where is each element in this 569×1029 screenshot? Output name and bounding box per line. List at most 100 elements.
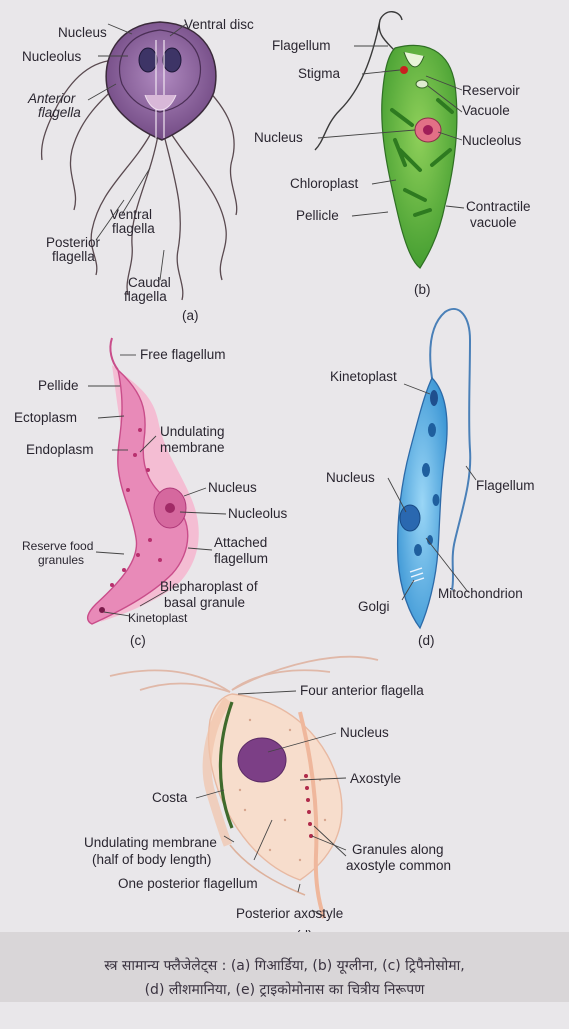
giardia-nucleus-left (138, 47, 158, 73)
label-c-blepharoplast-2: basal granule (164, 595, 246, 610)
panel-b-euglena (314, 11, 458, 269)
label-b-pellicle: Pellicle (296, 208, 339, 223)
costa (218, 701, 234, 829)
label-e-nucleus: Nucleus (340, 725, 389, 740)
contractile-vacuole (415, 79, 429, 89)
euglena-nucleolus (423, 125, 433, 135)
panel-a-giardia (40, 21, 238, 301)
label-a-anterior-flagella-2: flagella (38, 105, 81, 120)
label-d-flagellum: Flagellum (476, 478, 535, 493)
label-a-posterior-flagella-2: flagella (52, 249, 95, 264)
label-d-golgi: Golgi (358, 599, 390, 614)
giardia-nucleus-right (162, 47, 182, 73)
label-b-flagellum: Flagellum (272, 38, 331, 53)
panel-a-leaders (87, 23, 187, 281)
panel-b-leaders (317, 45, 465, 217)
label-e-costa: Costa (152, 790, 188, 805)
label-a-caudal-flagella: Caudal (128, 275, 171, 290)
label-c-pellide: Pellide (38, 378, 79, 393)
trichomonas-nucleus (237, 737, 287, 783)
label-a-anterior-flagella: Anterior (28, 91, 76, 106)
median-body (144, 94, 177, 111)
ventral-disc (118, 29, 202, 113)
panel-d-leaders (387, 383, 477, 601)
label-d-nucleus: Nucleus (326, 470, 375, 485)
label-b-nucleus: Nucleus (254, 130, 303, 145)
label-a-nucleolus: Nucleolus (22, 49, 82, 64)
leishmania-body (396, 376, 448, 630)
giardia-flagellum (171, 134, 227, 281)
label-e-posterior-axostyle: Posterior axostyle (236, 906, 344, 921)
panel-d-leishmania (396, 308, 472, 630)
label-b-contractile-vacuole-2: vacuole (470, 215, 517, 230)
anterior-flagellum (231, 655, 379, 691)
label-a-nucleus: Nucleus (58, 25, 107, 40)
label-c-ectoplasm: Ectoplasm (14, 410, 78, 425)
label-b-nucleolus: Nucleolus (462, 133, 522, 148)
trypanosoma-nucleolus (165, 503, 175, 513)
giardia-flagellum (90, 134, 151, 276)
undulating-membrane-e (202, 697, 233, 847)
reservoir (403, 51, 425, 68)
leishmania-flagellum (429, 308, 472, 591)
kinetoplast (99, 607, 105, 613)
panel-c-trypanosoma (86, 337, 199, 625)
giardia-flagellum (163, 134, 184, 301)
label-e-granules-axostyle-2: axostyle common (346, 858, 452, 873)
panel-c-id: (c) (130, 633, 146, 648)
label-a-ventral-flagella: Ventral (110, 207, 153, 222)
giardia-flagellum (40, 59, 119, 161)
mitochondrion (414, 423, 440, 556)
label-c-nucleolus: Nucleolus (228, 506, 288, 521)
reserve-food-granules (110, 428, 162, 587)
panel-e-leaders (195, 690, 347, 917)
anterior-flagellum (109, 669, 231, 693)
figure-caption-line-1: स्त्र सामान्य फ्लैजेलेट्स : (a) गिआर्डिय… (104, 958, 465, 974)
panel-b-id: (b) (414, 282, 431, 297)
label-c-blepharoplast: Blepharoplast of (160, 579, 258, 594)
label-a-ventral-disc: Ventral disc (184, 17, 254, 32)
golgi (409, 567, 425, 583)
leishmania-nucleus (399, 504, 421, 532)
label-e-four-anterior-flagella: Four anterior flagella (300, 683, 424, 698)
anterior-flagellum (139, 682, 231, 693)
label-e-posterior-flagellum: One posterior flagellum (118, 876, 258, 891)
label-c-nucleus: Nucleus (208, 480, 257, 495)
trichomonas-body (207, 693, 343, 881)
figure-caption-line-2: (d) लीशमानिया, (e) ट्राइकोमोनास का चित्र… (144, 982, 425, 998)
label-b-vacuole: Vacuole (462, 103, 510, 118)
panel-a-id: (a) (182, 308, 199, 323)
axostyle (298, 711, 326, 919)
label-b-reservoir: Reservoir (462, 83, 520, 98)
label-c-reserve-food-granules: Reserve food (22, 539, 94, 553)
giardia-flagellum (195, 77, 238, 216)
giardia-flagellum (69, 77, 127, 211)
label-c-kinetoplast: Kinetoplast (128, 611, 188, 625)
label-e-undulating-membrane: Undulating membrane (84, 835, 217, 850)
label-e-undulating-membrane-2: (half of body length) (92, 852, 212, 867)
label-c-reserve-food-granules-2: granules (38, 553, 85, 567)
label-e-axostyle: Axostyle (350, 771, 402, 786)
label-c-undulating-membrane: Undulating (160, 424, 225, 439)
label-c-undulating-membrane-2: membrane (160, 440, 225, 455)
giardia-flagellum (126, 134, 159, 296)
axoneme (155, 40, 165, 138)
label-b-contractile-vacuole: Contractile (466, 199, 531, 214)
label-d-mitochondrion: Mitochondrion (438, 586, 523, 601)
panel-d-id: (d) (418, 633, 435, 648)
label-c-attached-flagellum: Attached (214, 535, 268, 550)
label-a-posterior-flagella: Posterior (46, 235, 101, 250)
cytoplasm-dots (238, 718, 327, 862)
label-c-free-flagellum: Free flagellum (140, 347, 226, 362)
chloroplast (390, 98, 454, 217)
posterior-flagellum (229, 844, 306, 896)
label-b-chloroplast: Chloroplast (290, 176, 359, 191)
trypanosoma-body (86, 368, 189, 625)
label-c-endoplasm: Endoplasm (26, 442, 94, 457)
panel-c-leaders (88, 354, 227, 617)
label-b-stigma: Stigma (298, 66, 341, 81)
label-a-ventral-flagella-2: flagella (112, 221, 155, 236)
free-flagellum (109, 337, 119, 371)
